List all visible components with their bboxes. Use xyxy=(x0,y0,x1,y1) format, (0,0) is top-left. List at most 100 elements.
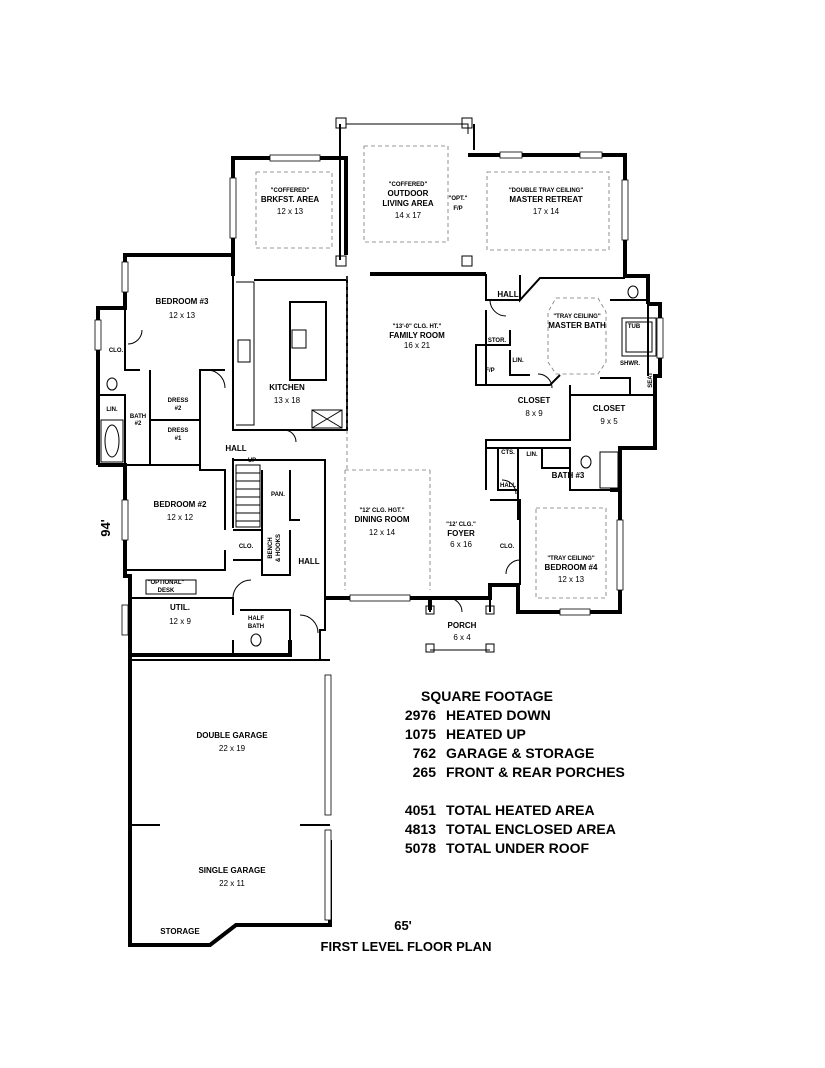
desk-line2: DESK xyxy=(158,588,175,594)
label-hall-right: HALL xyxy=(500,483,516,489)
single-garage-name: SINGLE GARAGE xyxy=(198,866,266,875)
porch-size: 6 x 4 xyxy=(453,633,471,642)
master-retreat-note: "DOUBLE TRAY CEILING" xyxy=(509,188,584,194)
dining-name: DINING ROOM xyxy=(354,515,409,524)
single-garage-size: 22 x 11 xyxy=(219,879,245,888)
master-bath-name: MASTER BATH xyxy=(548,321,606,330)
label-bath3: BATH #3 xyxy=(552,471,585,480)
opt-fp-line1: "OPT." xyxy=(448,196,467,202)
desk-line1: "OPTIONAL" xyxy=(148,580,185,586)
half-bath-line1: HALF xyxy=(248,616,264,622)
label-hall-center: HALL xyxy=(225,444,246,453)
sqft-total-label: TOTAL UNDER ROOF xyxy=(446,840,590,856)
room-labels: "COFFERED" BRKFST. AREA 12 x 13 "COFFERE… xyxy=(148,182,626,936)
label-bench-2: & HOOKS xyxy=(276,534,282,562)
label-clo-center: CLO. xyxy=(239,544,254,550)
label-lin-bath2: LIN. xyxy=(106,407,118,413)
foyer-note: "12' CLG." xyxy=(446,522,476,528)
half-bath-line2: BATH xyxy=(248,624,264,630)
double-garage-name: DOUBLE GARAGE xyxy=(196,731,268,740)
bedroom2-name: BEDROOM #2 xyxy=(154,500,207,509)
label-stor: STOR. xyxy=(488,338,507,344)
sqft-total-value: 4051 xyxy=(405,802,436,818)
master-bath-note: "TRAY CEILING" xyxy=(553,314,601,320)
brkfst-size: 12 x 13 xyxy=(277,207,304,216)
interior-walls xyxy=(98,274,655,826)
plan-title: FIRST LEVEL FLOOR PLAN xyxy=(321,939,492,954)
double-garage-size: 22 x 19 xyxy=(219,744,246,753)
family-size: 16 x 21 xyxy=(404,341,431,350)
label-tub: TUB xyxy=(628,324,641,330)
fixtures xyxy=(94,117,664,921)
label-bath2-2: #2 xyxy=(135,421,142,427)
dining-size: 12 x 14 xyxy=(369,528,396,537)
sqft-total-label: TOTAL HEATED AREA xyxy=(446,802,595,818)
bedroom4-name: BEDROOM #4 xyxy=(545,563,598,572)
label-clo-b3: CLO. xyxy=(109,348,124,354)
closet-b-size: 9 x 5 xyxy=(600,417,618,426)
width-dimension: 65' xyxy=(394,918,412,933)
sqft-label: HEATED UP xyxy=(446,726,526,742)
outdoor-note: "COFFERED" xyxy=(389,182,428,188)
bedroom3-size: 12 x 13 xyxy=(169,311,196,320)
sqft-value: 265 xyxy=(413,764,437,780)
brkfst-name: BRKFST. AREA xyxy=(261,195,320,204)
util-name: UTIL. xyxy=(170,603,190,612)
porch-name: PORCH xyxy=(448,621,477,630)
sqft-total-value: 5078 xyxy=(405,840,436,856)
label-hall-master: HALL xyxy=(497,290,518,299)
label-shwr: SHWR. xyxy=(620,361,640,367)
label-bench-1: BENCH xyxy=(268,537,274,558)
label-bath2-1: BATH xyxy=(130,414,146,420)
label-cts: CTS. xyxy=(501,450,515,456)
label-dress1-2: #1 xyxy=(175,436,182,442)
label-dress1-1: DRESS xyxy=(168,428,189,434)
label-dress2-1: DRESS xyxy=(168,398,189,404)
label-fp: F/P xyxy=(485,368,494,374)
label-dress2-2: #2 xyxy=(175,406,182,412)
label-up: UP xyxy=(248,458,256,464)
master-retreat-size: 17 x 14 xyxy=(533,207,560,216)
closet-a-size: 8 x 9 xyxy=(525,409,543,418)
bedroom3-name: BEDROOM #3 xyxy=(156,297,209,306)
label-lin-master: LIN. xyxy=(512,358,524,364)
small-labels: HALL STOR. LIN. F/P TUB SHWR. SEAT CLO. … xyxy=(106,290,654,566)
util-size: 12 x 9 xyxy=(169,617,191,626)
sqft-value: 2976 xyxy=(405,707,436,723)
brkfst-note: "COFFERED" xyxy=(271,188,310,194)
label-clo-b4: CLO. xyxy=(500,544,515,550)
family-name: FAMILY ROOM xyxy=(389,331,445,340)
foyer-size: 6 x 16 xyxy=(450,540,472,549)
label-seat: SEAT xyxy=(648,372,654,388)
outdoor-name-1: OUTDOOR xyxy=(388,189,429,198)
bedroom4-note: "TRAY CEILING" xyxy=(547,556,595,562)
sqft-total-label: TOTAL ENCLOSED AREA xyxy=(446,821,616,837)
kitchen-name: KITCHEN xyxy=(269,383,305,392)
sqft-label: GARAGE & STORAGE xyxy=(446,745,594,761)
master-retreat-name: MASTER RETREAT xyxy=(509,195,582,204)
sqft-label: FRONT & REAR PORCHES xyxy=(446,764,625,780)
label-lin-b3: LIN. xyxy=(526,452,538,458)
sqft-value: 762 xyxy=(413,745,437,761)
square-footage-table: SQUARE FOOTAGE 2976 HEATED DOWN 1075 HEA… xyxy=(405,688,625,856)
sqft-heading: SQUARE FOOTAGE xyxy=(421,688,553,704)
ceiling-outlines xyxy=(255,145,610,599)
sqft-value: 1075 xyxy=(405,726,436,742)
opt-fp-line2: F/P xyxy=(453,206,462,212)
label-pan: PAN. xyxy=(271,492,285,498)
closet-b-name: CLOSET xyxy=(593,404,626,413)
bedroom4-size: 12 x 13 xyxy=(558,575,585,584)
foyer-name: FOYER xyxy=(447,529,475,538)
outdoor-name-2: LIVING AREA xyxy=(382,199,433,208)
storage-name: STORAGE xyxy=(160,927,200,936)
dining-note: "12' CLG. HGT." xyxy=(359,508,404,514)
bedroom2-size: 12 x 12 xyxy=(167,513,194,522)
sqft-total-value: 4813 xyxy=(405,821,436,837)
closet-a-name: CLOSET xyxy=(518,396,551,405)
family-note: "13'-0" CLG. HT." xyxy=(393,324,442,330)
sqft-label: HEATED DOWN xyxy=(446,707,551,723)
kitchen-size: 13 x 18 xyxy=(274,396,301,405)
depth-dimension: 94' xyxy=(98,519,113,537)
outdoor-size: 14 x 17 xyxy=(395,211,422,220)
